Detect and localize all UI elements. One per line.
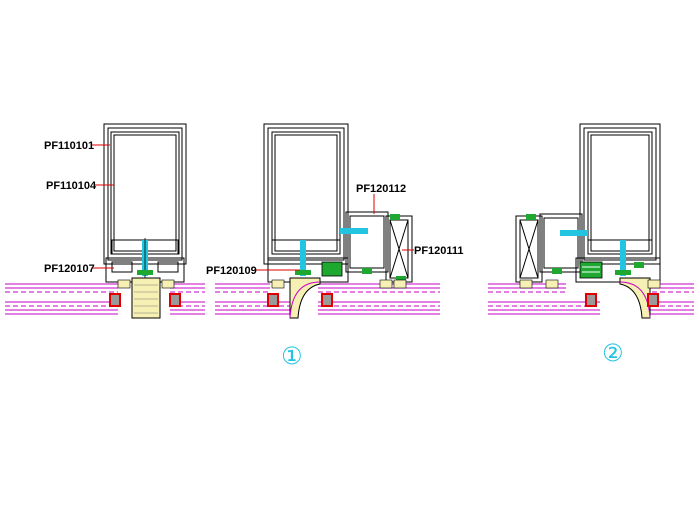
glass-panes-middle xyxy=(215,283,440,315)
leaders-middle xyxy=(254,194,414,271)
curved-gasket-right xyxy=(619,277,651,319)
screw-middle xyxy=(295,228,368,276)
mullion-right xyxy=(515,123,661,283)
label-pf120112: PF120112 xyxy=(356,183,406,195)
gasket-hatch-left xyxy=(134,284,158,314)
clips-middle xyxy=(321,214,406,282)
mullion-middle xyxy=(263,123,413,283)
label-pf120107: PF120107 xyxy=(44,263,95,275)
seals-middle xyxy=(267,279,407,307)
detail-marker-2: ② xyxy=(602,339,624,367)
label-pf110101: PF110101 xyxy=(44,140,94,152)
curve-line-middle xyxy=(289,281,321,319)
leaders-left xyxy=(92,144,114,269)
label-pf120109: PF120109 xyxy=(206,265,257,277)
screw-right xyxy=(560,230,631,276)
seals-left xyxy=(109,279,181,307)
label-pf110104: PF110104 xyxy=(46,180,97,192)
screw-left xyxy=(137,238,153,280)
center-gasket-left xyxy=(131,277,161,319)
clips-right xyxy=(526,214,644,279)
detail-middle: PF120109 PF120112 PF120111 ① xyxy=(206,123,464,370)
label-pf120111: PF120111 xyxy=(414,245,464,257)
seals-right xyxy=(519,279,661,307)
curve-line-right xyxy=(619,281,651,319)
glass-panes-left xyxy=(5,283,205,315)
detail-left: PF110101 PF110104 PF120107 xyxy=(5,123,205,319)
curved-gasket-middle xyxy=(289,277,321,319)
detail-right: ② xyxy=(488,123,694,367)
detail-marker-1: ① xyxy=(281,342,303,370)
